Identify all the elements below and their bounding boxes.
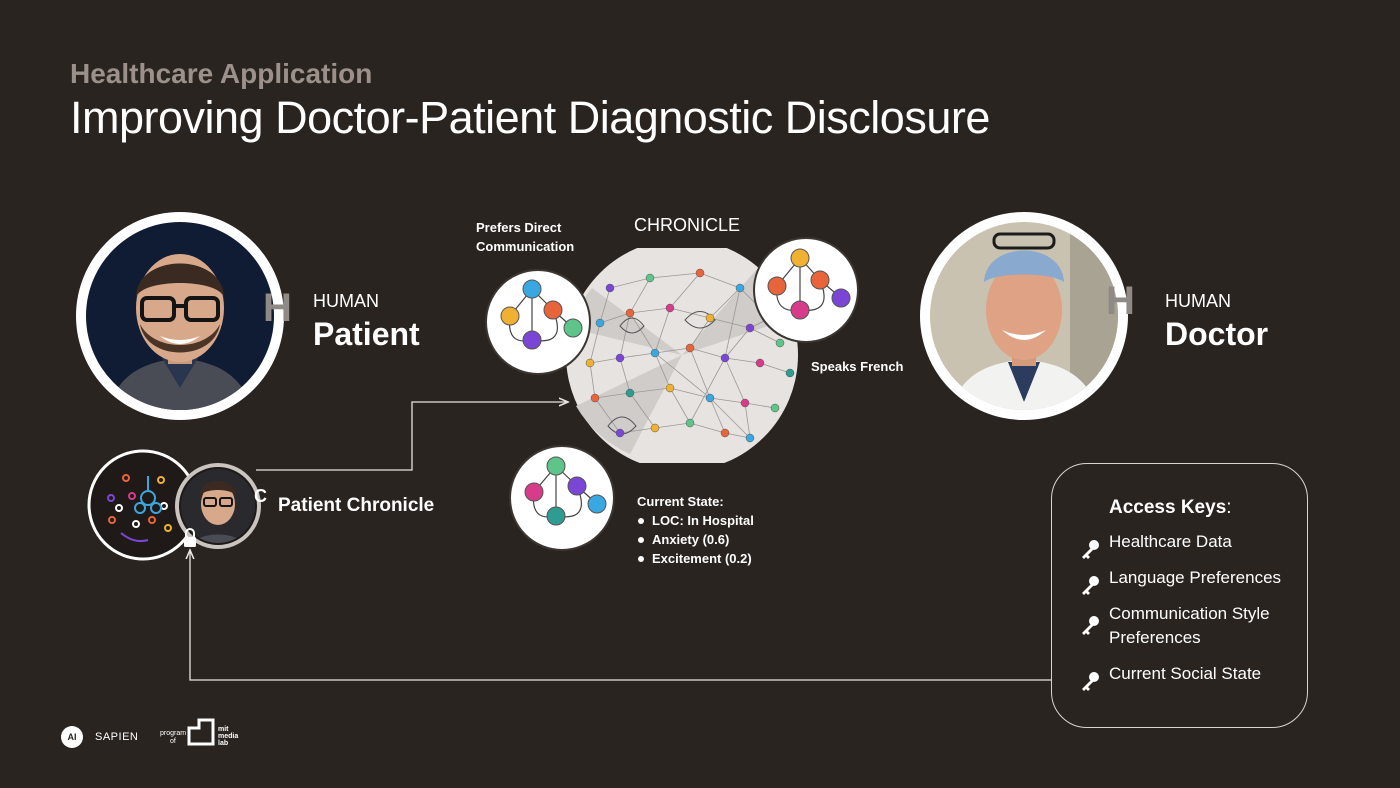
key-icon — [1082, 616, 1099, 635]
key-icon — [1082, 672, 1099, 691]
page-title: Improving Doctor-Patient Diagnostic Disc… — [70, 92, 990, 143]
access-keys-title: Access Keys: — [1109, 497, 1232, 519]
access-keys-title-text: Access Keys — [1109, 497, 1227, 518]
doctor-name: Doctor — [1165, 316, 1269, 352]
state-item-anxiety: Anxiety (0.6) — [637, 530, 754, 549]
mini-graph-speaks-french — [753, 237, 859, 343]
mit-media-lab-text: mit media lab — [218, 726, 238, 747]
chronicle-dots-icon — [107, 474, 172, 543]
current-state-title: Current State: — [637, 494, 724, 509]
patient-avatar — [76, 212, 284, 420]
pref-direct-annotation: Prefers Direct Communication — [476, 218, 574, 256]
access-keys-title-colon: : — [1226, 497, 1232, 518]
patient-name: Patient — [313, 316, 420, 352]
access-keys-panel: Access Keys: Healthcare Data Language Pr… — [1051, 463, 1308, 728]
patient-chronicle-label: Patient Chronicle — [278, 495, 435, 516]
lab-text: lab — [218, 740, 229, 747]
state-item-excitement: Excitement (0.2) — [637, 549, 754, 568]
ai-logo: AI — [61, 726, 83, 748]
pref-direct-line-2: Communication — [476, 239, 575, 254]
sapien-logo: SAPIEN — [95, 731, 139, 743]
patient-chronicle-c-badge: C — [254, 486, 267, 506]
mit-media-lab-logo — [187, 718, 215, 746]
patient-tag: HUMAN — [313, 291, 379, 311]
access-key-healthcare-data: Healthcare Data — [1109, 532, 1232, 551]
mini-graph-direct-communication — [485, 269, 591, 375]
graph-sector-bottom-left — [576, 355, 682, 454]
media-text: media — [218, 733, 239, 740]
graph-nodes — [585, 268, 795, 443]
chronicle-label: CHRONICLE — [634, 215, 741, 235]
speaks-french-annotation: Speaks French — [811, 359, 904, 374]
doctor-tag: HUMAN — [1165, 291, 1231, 311]
patient-chronicle-icon — [87, 449, 261, 561]
access-key-communication-style: Communication Style Preferences — [1109, 604, 1270, 647]
chronicle-network-graph — [566, 248, 798, 463]
state-item-loc: LOC: In Hospital — [637, 511, 754, 530]
graph-sector-left — [570, 288, 682, 355]
program-of-text: program of — [160, 730, 186, 746]
access-key-language-preferences: Language Preferences — [1109, 568, 1282, 587]
keys-to-lock-arrow — [190, 550, 1051, 681]
mini-graph-current-state — [509, 445, 615, 551]
section-kicker: Healthcare Application — [70, 58, 373, 89]
program-text: program — [160, 730, 187, 737]
doctor-avatar — [920, 212, 1128, 420]
patient-h-badge: H — [263, 286, 292, 330]
current-state-annotation: Current State: LOC: In Hospital Anxiety … — [637, 492, 754, 568]
pref-direct-line-1: Prefers Direct — [476, 220, 562, 235]
mit-text: mit — [218, 726, 229, 733]
doctor-h-badge: H — [1106, 279, 1135, 323]
key-icon — [1082, 576, 1099, 595]
chronicle-to-graph-arrow — [256, 402, 568, 471]
access-key-social-state: Current Social State — [1109, 664, 1262, 683]
of-text: of — [170, 738, 176, 745]
key-icon — [1082, 540, 1099, 559]
lock-icon — [184, 528, 196, 547]
current-state-list: LOC: In Hospital Anxiety (0.6) Excitemen… — [637, 511, 754, 568]
